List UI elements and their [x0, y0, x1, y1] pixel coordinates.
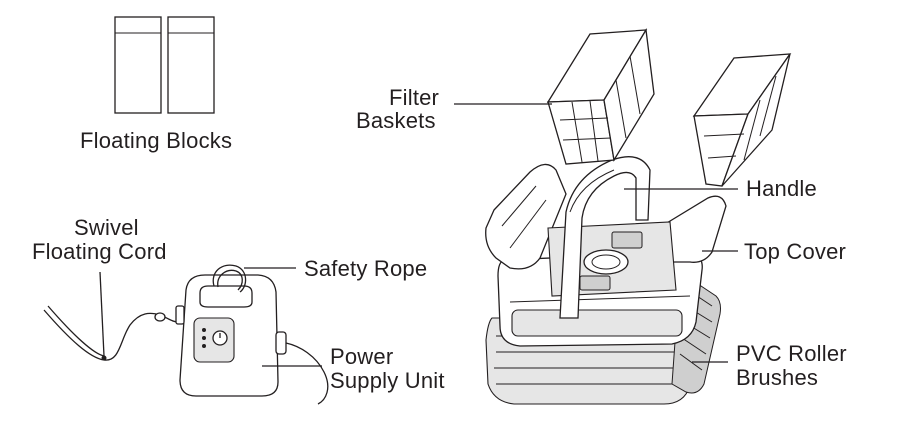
impeller-opening — [583, 249, 629, 275]
cord-float-marker — [101, 355, 107, 361]
label-swivel-cord-line1: Swivel — [74, 215, 139, 240]
label-safety-rope: Safety Rope — [304, 256, 428, 281]
label-swivel-cord-line2: Floating Cord — [32, 239, 167, 264]
label-floating-blocks: Floating Blocks — [80, 128, 233, 153]
swivel-floating-cord-drawing — [43, 271, 179, 361]
swivel-joint — [154, 312, 166, 322]
label-pvc-line1: PVC Roller — [736, 341, 847, 366]
handle — [559, 156, 651, 319]
robot-cleaner-drawing — [454, 28, 792, 405]
label-power-line1: Power — [330, 344, 394, 369]
label-handle: Handle — [746, 176, 817, 201]
floating-block-right — [167, 16, 215, 114]
label-pvc-line2: Brushes — [736, 365, 819, 390]
label-filter-line2: Baskets — [356, 108, 436, 133]
label-filter-line1: Filter — [389, 85, 440, 110]
label-top-cover: Top Cover — [744, 239, 847, 264]
filter-basket-left — [546, 28, 655, 165]
label-power-line2: Supply Unit — [330, 368, 445, 393]
safety-rope-loop — [212, 264, 247, 293]
floating-blocks-drawing — [114, 16, 215, 114]
filter-basket-right — [692, 53, 792, 187]
top-cover-left-flap — [485, 163, 567, 270]
power-supply-unit-drawing — [175, 264, 329, 405]
floating-block-left — [114, 16, 162, 114]
